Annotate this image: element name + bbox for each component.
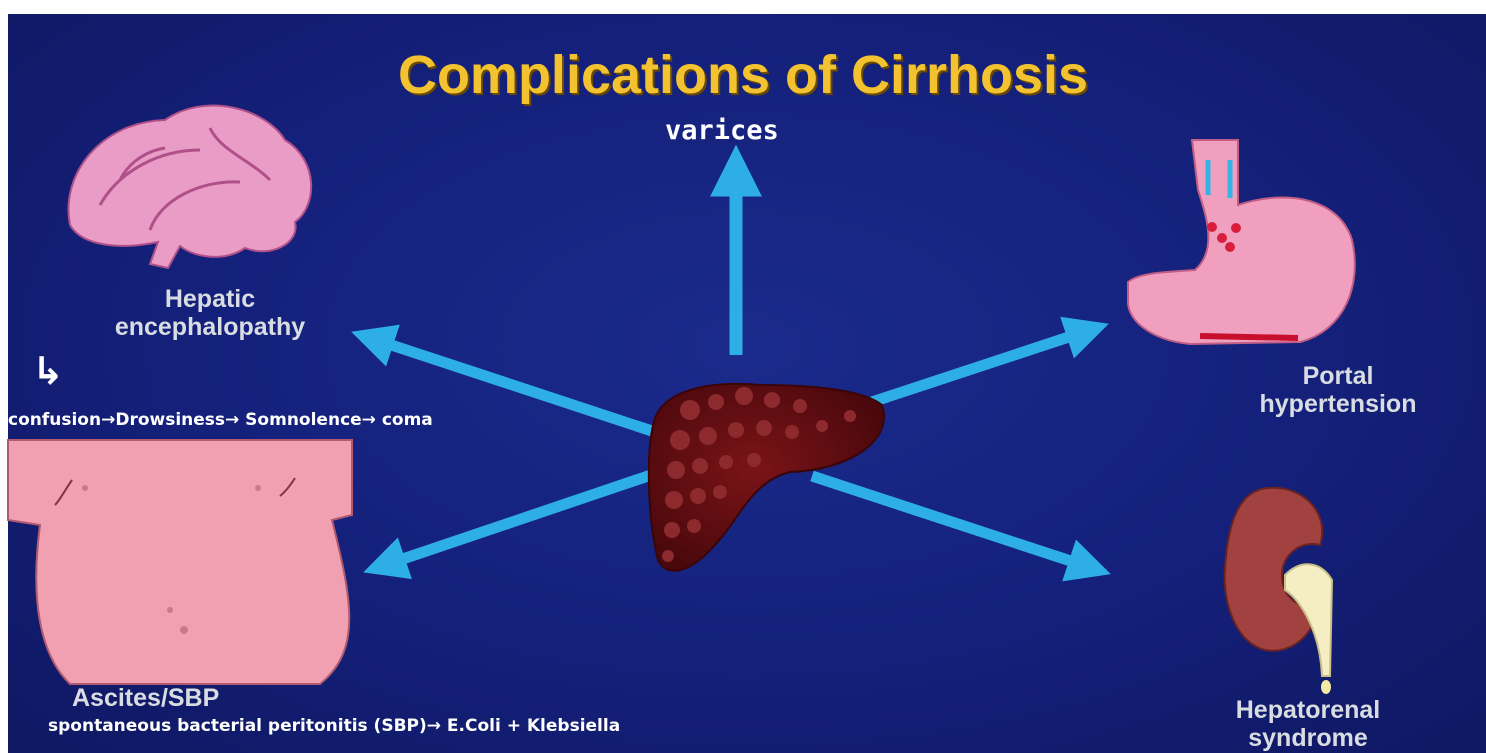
torso-icon xyxy=(8,440,352,684)
encephalopathy-progression-note: confusion→Drowsiness→ Somnolence→ coma xyxy=(8,410,433,430)
slide-title: Complications of Cirrhosis xyxy=(0,44,1486,106)
arrow-to-hepatorenal xyxy=(812,476,1092,568)
arrow-to-ascites xyxy=(382,472,660,566)
kidney-icon xyxy=(1225,488,1332,694)
hepatic-encephalopathy-label: Hepatic encephalopathy xyxy=(80,285,340,341)
varices-label: varices xyxy=(665,115,779,146)
ascites-label: Ascites/SBP xyxy=(72,684,292,712)
liver-icon xyxy=(649,384,884,571)
label-line: Portal xyxy=(1228,362,1448,390)
label-line: Hepatorenal xyxy=(1188,696,1428,724)
brain-icon xyxy=(68,106,311,268)
label-line: hypertension xyxy=(1228,390,1448,418)
label-line: Hepatic xyxy=(80,285,340,313)
portal-hypertension-label: Portal hypertension xyxy=(1228,362,1448,418)
label-line: encephalopathy xyxy=(80,313,340,341)
sbp-detail-note: spontaneous bacterial peritonitis (SBP)→… xyxy=(48,716,620,736)
arrow-to-portal-hypertension xyxy=(872,330,1090,402)
curl-arrow-icon: ↳ xyxy=(32,352,64,390)
stomach-icon xyxy=(1128,140,1355,344)
hepatorenal-label: Hepatorenal syndrome xyxy=(1188,696,1428,752)
label-line: syndrome xyxy=(1188,724,1428,752)
